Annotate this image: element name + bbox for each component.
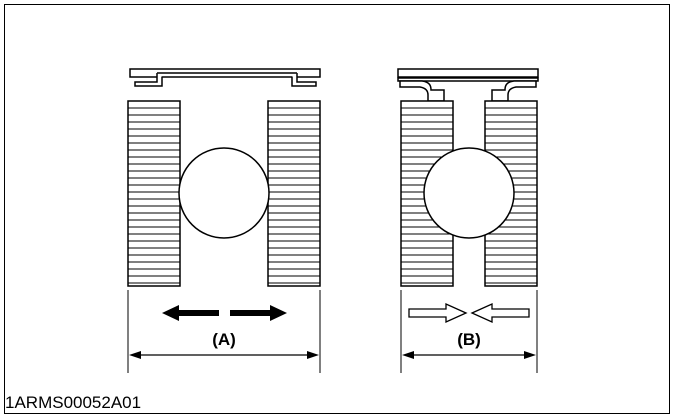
right-fork-bracket [397, 68, 539, 102]
figure-frame [4, 4, 670, 414]
label-b: (B) [457, 330, 481, 349]
left-outward-arrows [162, 305, 287, 321]
left-gear-left-stack [127, 100, 181, 287]
left-shaft-circle [178, 147, 270, 239]
left-dimension-line [129, 351, 319, 359]
left-fork-bracket [129, 68, 321, 87]
right-shaft-circle [423, 147, 515, 239]
left-view: (A) [127, 68, 321, 373]
figure-caption: 1ARMS00052A01 [5, 393, 142, 412]
left-gear-right-stack [267, 100, 321, 287]
right-dimension-line [402, 351, 536, 359]
right-inward-arrows [408, 302, 530, 324]
label-a: (A) [212, 330, 236, 349]
right-view: (B) [397, 68, 539, 373]
